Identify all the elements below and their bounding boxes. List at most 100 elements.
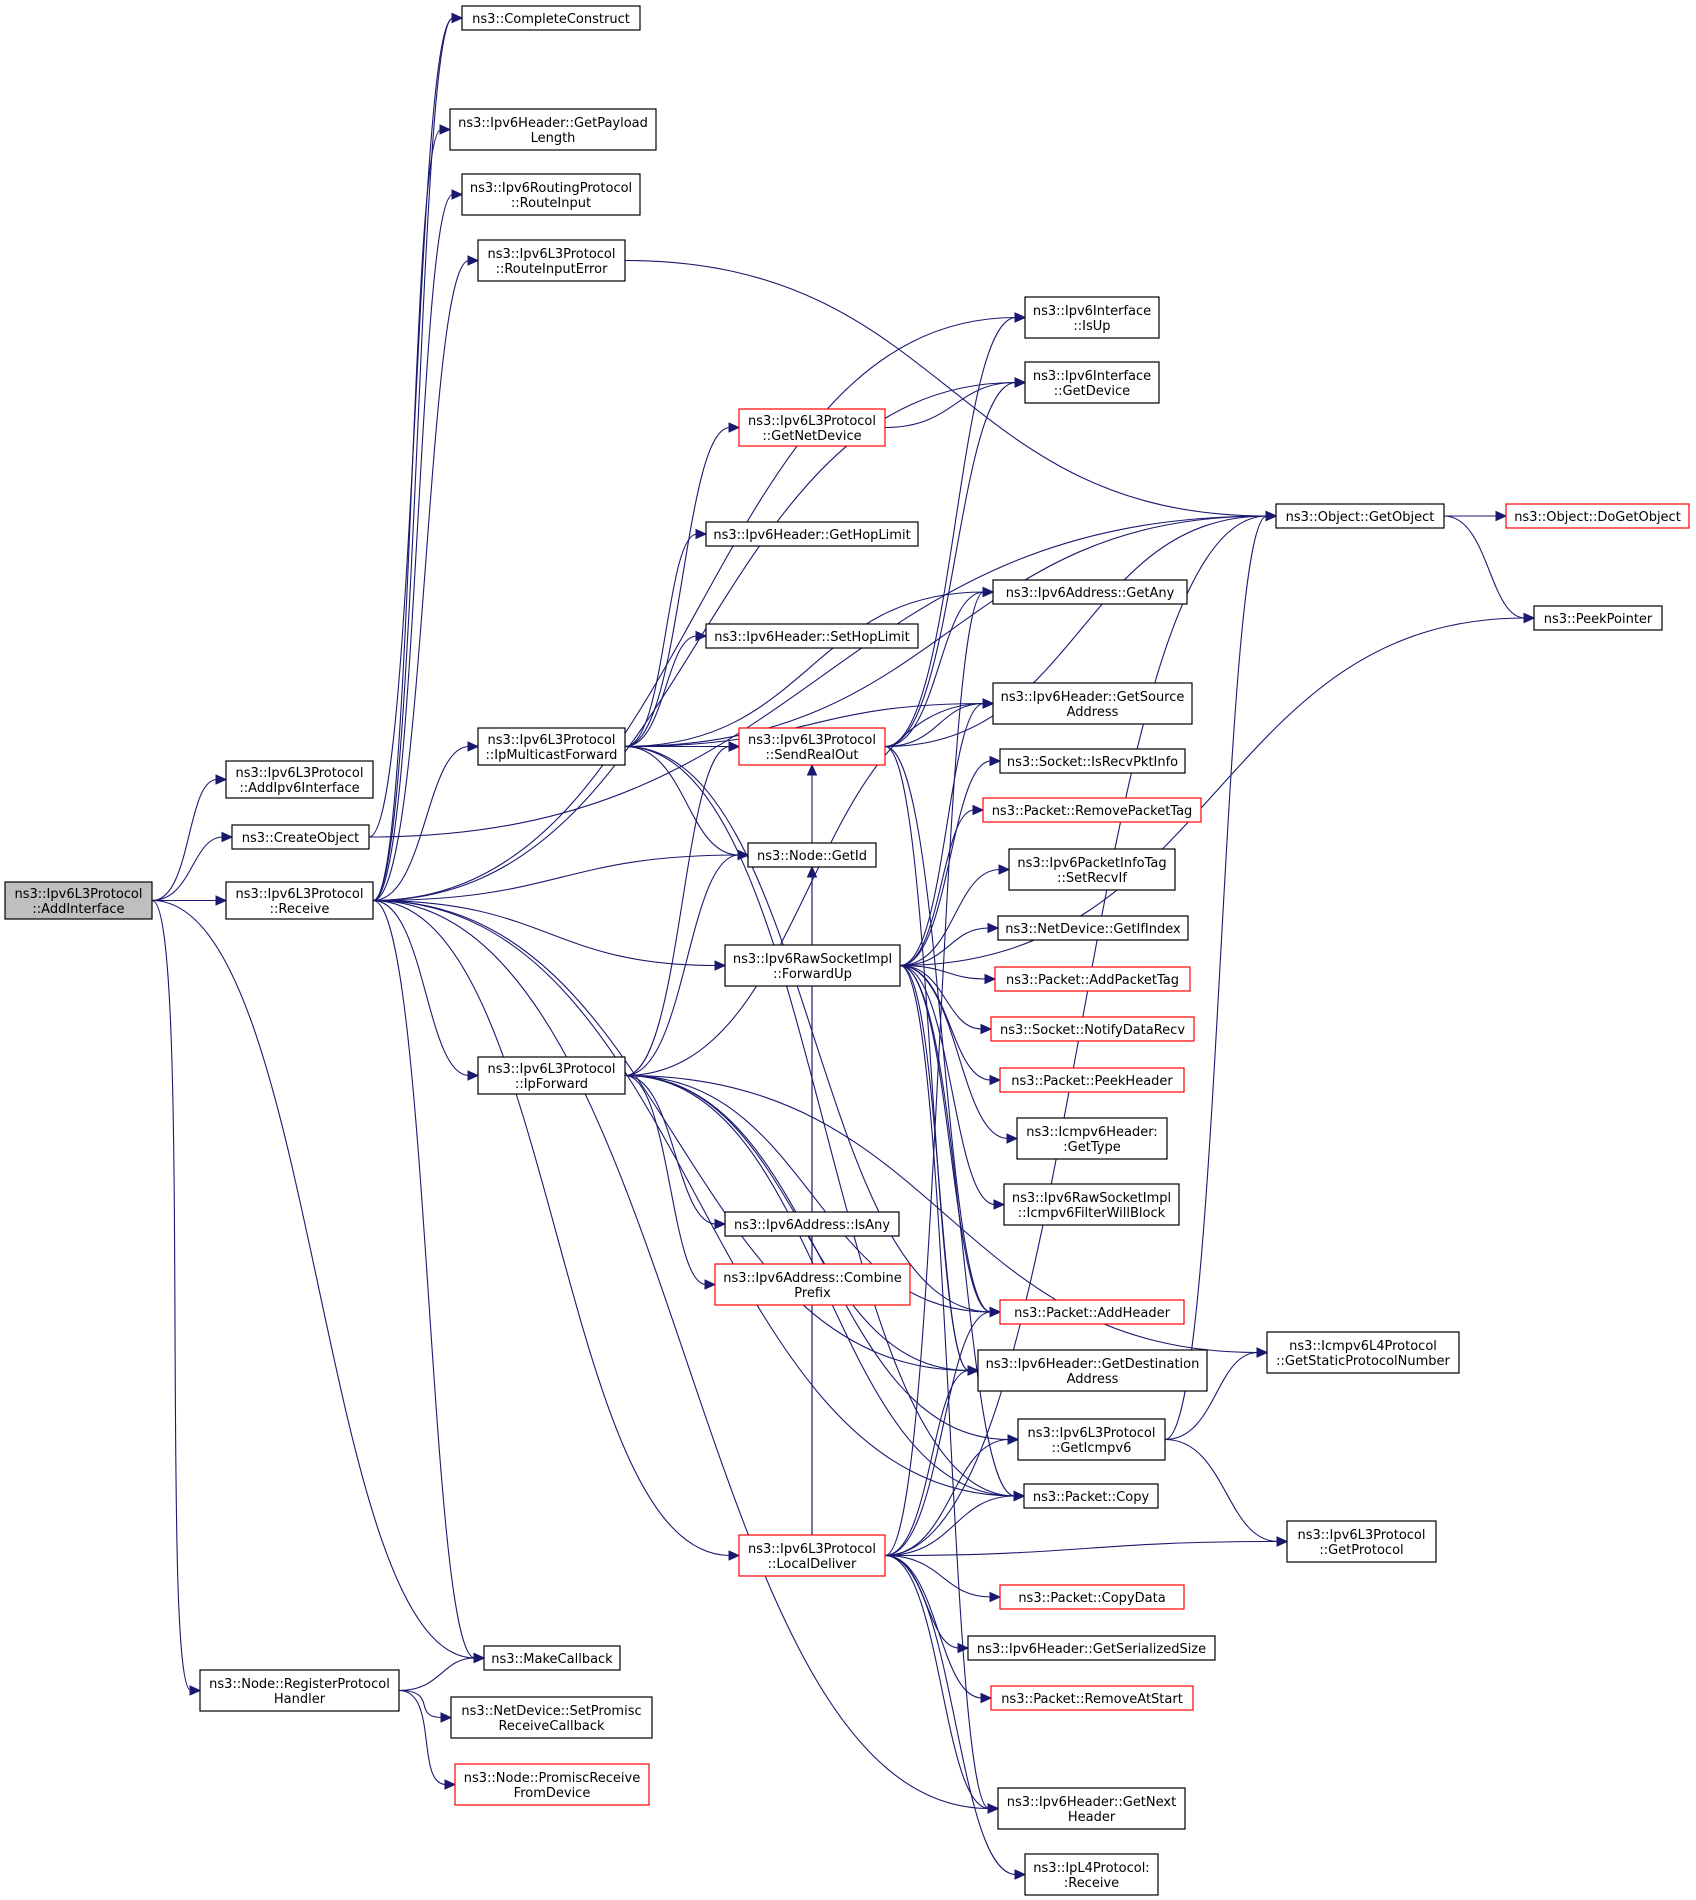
node-sethoplimit[interactable]: ns3::Ipv6Header::SetHopLimit [705,623,919,649]
node-getnetdevice[interactable]: ns3::Ipv6L3Protocol::GetNetDevice [738,408,886,447]
node-forwardup[interactable]: ns3::Ipv6RawSocketImpl::ForwardUp [724,944,901,987]
node-isup[interactable]: ns3::Ipv6Interface::IsUp [1024,296,1160,339]
node-setrecvif[interactable]: ns3::Ipv6PacketInfoTag::SetRecvIf [1008,848,1176,891]
node-addinterface[interactable]: ns3::Ipv6L3Protocol::AddInterface [4,881,153,920]
edge-localdeliver-to-nodegetid [806,865,818,1535]
edge-sendrealout-to-isup [884,312,1027,748]
node-icmpv6filterwillblock[interactable]: ns3::Ipv6RawSocketImpl::Icmpv6FilterWill… [1003,1183,1180,1226]
node-getobject[interactable]: ns3::Object::GetObject [1275,503,1445,529]
node-box [1016,1117,1168,1160]
node-label: ns3::Ipv6L3Protocol [488,1062,616,1077]
node-localdeliver[interactable]: ns3::Ipv6L3Protocol::LocalDeliver [738,1534,886,1577]
node-label: ::AddInterface [32,902,124,917]
node-peekpointer[interactable]: ns3::PeekPointer [1533,605,1663,631]
node-box [992,682,1193,725]
node-removepackettag[interactable]: ns3::Packet::RemovePacketTag [982,797,1202,823]
edge-forwardup-to-icmpv6filterwillblock [899,964,1006,1210]
edge-forwardup-to-getdestinationaddress [899,964,980,1376]
edge-receive-to-ipmulticastforward [372,741,480,902]
node-box [967,1635,1216,1661]
edge-localdeliver-to-packetcopy [884,1490,1026,1557]
node-label: ns3::Ipv6Header::GetHopLimit [713,528,910,543]
node-ipl4receive[interactable]: ns3::IpL4Protocol::Receive [1024,1853,1159,1896]
node-geticmpv6[interactable]: ns3::Ipv6L3Protocol::GetIcmpv6 [1017,1418,1166,1461]
node-label: ::GetDevice [1054,384,1130,399]
node-label: ns3::Ipv6Header::SetHopLimit [714,630,910,645]
node-peekheader[interactable]: ns3::Packet::PeekHeader [999,1067,1185,1093]
node-label: ReceiveCallback [498,1719,605,1734]
node-label: Prefix [794,1286,831,1301]
node-getprotocol[interactable]: ns3::Ipv6L3Protocol::GetProtocol [1286,1520,1437,1563]
node-label: ::SetRecvIf [1057,871,1127,886]
edge-ipforward-to-nodegetid [624,849,750,1077]
node-ipforward[interactable]: ns3::Ipv6L3Protocol::IpForward [477,1056,626,1095]
edge-addinterface-to-createobject [151,831,234,902]
node-box [1024,296,1160,339]
edge-getnetdevice-to-getdevice [884,377,1027,429]
node-getifindex[interactable]: ns3::NetDevice::GetIfIndex [997,915,1189,941]
node-label: ns3::Ipv6Address::GetAny [1006,586,1175,601]
edge-forwardup-to-getifindex [899,922,1000,967]
node-label: ns3::Ipv6L3Protocol [236,766,364,781]
node-addipv6interface[interactable]: ns3::Ipv6L3Protocol::AddIpv6Interface [225,760,374,799]
node-routeinput[interactable]: ns3::Ipv6RoutingProtocol::RouteInput [461,173,641,216]
edge-forwardup-to-getsourceaddress [899,698,995,967]
node-box [747,842,877,868]
node-label: ::SendRealOut [765,748,858,763]
node-addpackettag[interactable]: ns3::Packet::AddPacketTag [994,966,1191,992]
node-label: ns3::Node::PromiscReceive [464,1771,640,1786]
node-label: ns3::Ipv6L3Protocol [488,733,616,748]
node-label: ::GetNetDevice [762,429,861,444]
node-label: ns3::Object::GetObject [1286,510,1435,525]
node-box [1286,1520,1437,1563]
node-isrecvpktinfo[interactable]: ns3::Socket::IsRecvPktInfo [999,748,1186,774]
node-makecallback[interactable]: ns3::MakeCallback [483,1645,621,1671]
node-removeatstart[interactable]: ns3::Packet::RemoveAtStart [990,1685,1194,1711]
node-label: Header [1068,1810,1116,1825]
edge-createobject-to-getobject [368,510,1278,838]
node-routeinputerror[interactable]: ns3::Ipv6L3Protocol::RouteInputError [477,239,626,282]
node-label: ::RouteInput [511,196,591,211]
node-label: ns3::Icmpv6Header: [1026,1125,1157,1140]
node-label: ns3::Ipv6L3Protocol [748,1542,876,1557]
node-getserializedsize[interactable]: ns3::Ipv6Header::GetSerializedSize [967,1635,1216,1661]
node-setpromiscreceivecallback[interactable]: ns3::NetDevice::SetPromiscReceiveCallbac… [450,1696,653,1739]
node-ipmulticastforward[interactable]: ns3::Ipv6L3Protocol::IpMulticastForward [477,727,626,766]
node-gethoplimit[interactable]: ns3::Ipv6Header::GetHopLimit [705,521,919,547]
node-createobject[interactable]: ns3::CreateObject [231,824,370,850]
node-label: ::Icmpv6FilterWillBlock [1018,1206,1166,1221]
edge-receive-to-getpayloadlength [372,124,452,902]
node-icmpv6gettype[interactable]: ns3::Icmpv6Header::GetType [1016,1117,1168,1160]
node-box [450,1696,653,1739]
node-addheader[interactable]: ns3::Packet::AddHeader [999,1299,1185,1325]
node-label: ns3::Object::DoGetObject [1514,510,1681,525]
node-getstaticprotocolnumber[interactable]: ns3::Icmpv6L4Protocol::GetStaticProtocol… [1266,1331,1460,1374]
node-box [1275,503,1445,529]
node-label: ns3::Node::GetId [757,849,867,864]
edge-ipforward-to-sendrealout [624,741,741,1077]
node-getany[interactable]: ns3::Ipv6Address::GetAny [992,579,1188,605]
node-copydata[interactable]: ns3::Packet::CopyData [999,1584,1185,1610]
edge-localdeliver-to-addheader [884,1306,1002,1557]
node-ipv6addressisany[interactable]: ns3::Ipv6Address::IsAny [724,1211,900,1237]
node-notifydatarecv[interactable]: ns3::Socket::NotifyDataRecv [990,1016,1195,1042]
node-completeconstruct[interactable]: ns3::CompleteConstruct [461,5,641,31]
node-box [705,623,919,649]
node-getdevice[interactable]: ns3::Ipv6Interface::GetDevice [1024,361,1160,404]
node-box [449,108,657,151]
node-box [225,881,374,920]
node-receive[interactable]: ns3::Ipv6L3Protocol::Receive [225,881,374,920]
node-nodegetid[interactable]: ns3::Node::GetId [747,842,877,868]
node-dogetobject[interactable]: ns3::Object::DoGetObject [1505,503,1690,529]
node-sendrealout[interactable]: ns3::Ipv6L3Protocol::SendRealOut [738,727,886,766]
node-packetcopy[interactable]: ns3::Packet::Copy [1023,1483,1159,1509]
edges-layer [151,12,1536,1880]
